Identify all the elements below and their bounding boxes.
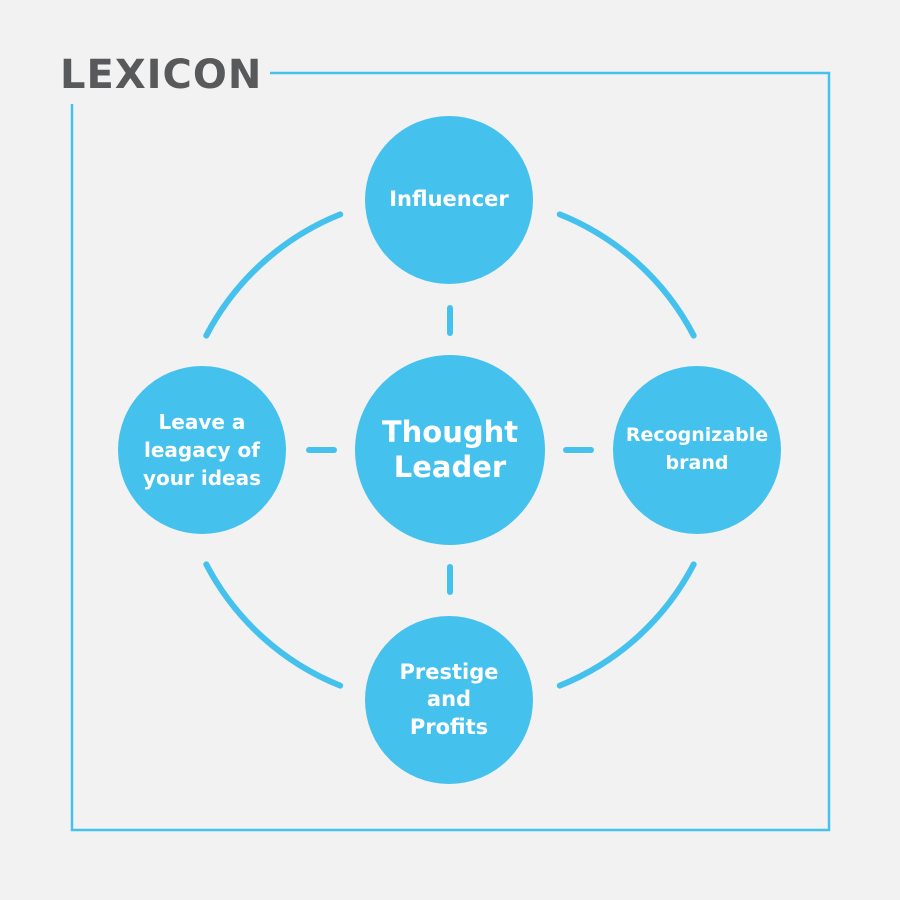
node-influencer-label: Influencer <box>389 187 509 212</box>
node-influencer: Influencer <box>365 116 533 284</box>
border-frame <box>70 71 831 832</box>
lexicon-logo: LEXICON <box>60 51 262 99</box>
node-legacy: Leave a leagacy of your ideas <box>118 366 286 534</box>
node-legacy-label: Leave a leagacy of your ideas <box>143 410 261 490</box>
node-recognizable-brand-label: Recognizable brand <box>625 424 769 474</box>
logo-text: LEXICON <box>60 52 263 98</box>
node-prestige-profits: Prestige and Profits <box>365 616 533 784</box>
ring-arc-bottom-right <box>556 561 697 689</box>
node-prestige-profits-label: Prestige and Profits <box>399 660 499 739</box>
node-thought-leader-label: Thought Leader <box>381 415 519 484</box>
ring-arc-top-left <box>203 211 344 339</box>
ring-arc-bottom-left <box>203 561 344 689</box>
node-thought-leader: Thought Leader <box>355 355 545 545</box>
node-recognizable-brand: Recognizable brand <box>613 366 781 534</box>
ring-arc-top-right <box>556 211 697 339</box>
